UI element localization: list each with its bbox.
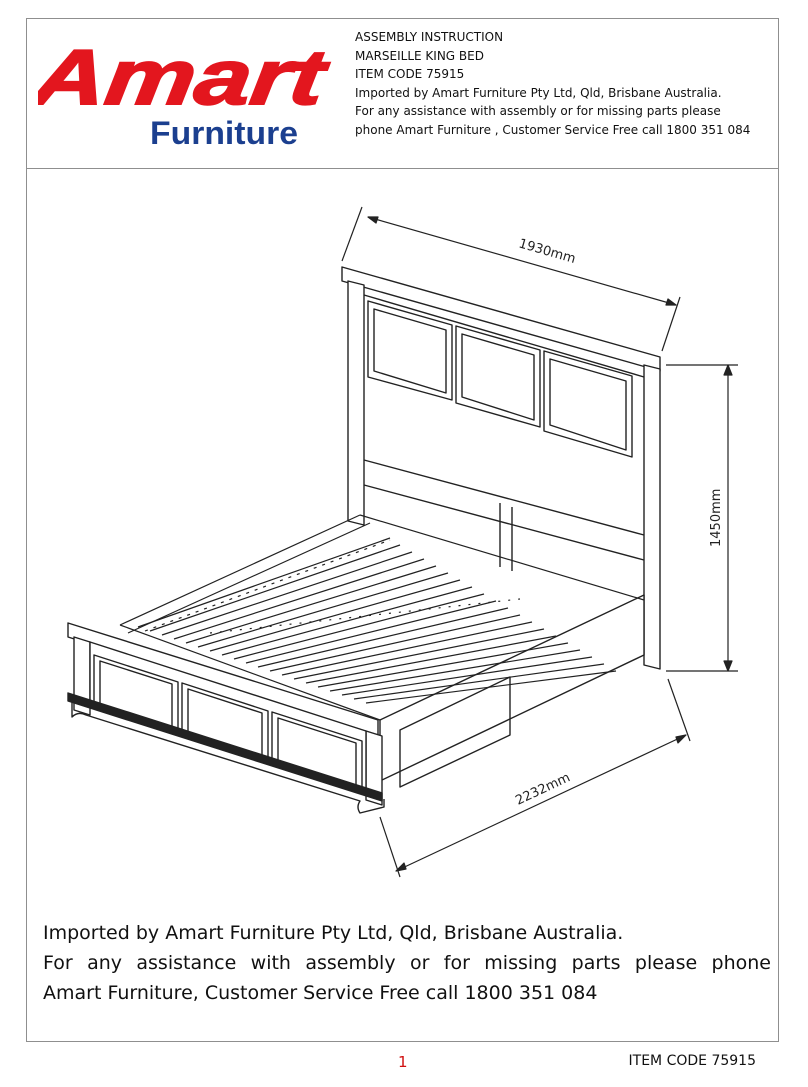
- footboard: [67, 622, 385, 814]
- slats: [119, 514, 645, 721]
- header-divider: [26, 168, 779, 169]
- footer-assistance-line2: Amart Furniture, Customer Service Free c…: [43, 982, 598, 1004]
- amart-logo: Amart Furniture: [38, 36, 334, 151]
- header-assistance-line1: For any assistance with assembly or for …: [355, 104, 721, 118]
- page-number: 1: [398, 1053, 408, 1071]
- header-title: ASSEMBLY INSTRUCTION: [355, 30, 504, 44]
- dimension-height: [666, 364, 738, 672]
- side-rail: [379, 594, 645, 788]
- page-frame: [26, 18, 779, 1042]
- header-assistance-line2: phone Amart Furniture , Customer Service…: [355, 122, 751, 137]
- header-product-name: MARSEILLE KING BED: [355, 48, 484, 63]
- svg-text:Furniture: Furniture: [150, 115, 298, 151]
- footer-note: Imported by Amart Furniture Pty Ltd, Qld…: [43, 918, 771, 1008]
- dimension-length-label: 2232mm: [513, 770, 572, 808]
- svg-text:Amart: Amart: [38, 36, 334, 121]
- header-importer: Imported by Amart Furniture Pty Ltd, Qld…: [355, 85, 722, 100]
- footer-importer: Imported by Amart Furniture Pty Ltd, Qld…: [43, 922, 624, 944]
- footer-assistance-line1: For any assistance with assembly or for …: [43, 952, 771, 974]
- dimension-width: [341, 206, 681, 352]
- logo-mark: Amart Furniture: [38, 36, 334, 151]
- headboard: [341, 266, 661, 670]
- page-item-code: ITEM CODE 75915: [628, 1053, 756, 1069]
- header-item-code: ITEM CODE 75915: [355, 67, 465, 81]
- dimension-height-label: 1450mm: [709, 489, 724, 547]
- header-info: ASSEMBLY INSTRUCTION MARSEILLE KING BED …: [355, 28, 775, 139]
- dimension-length: [379, 678, 691, 878]
- bed-drawing: 1930mm 1450mm 2232mm: [67, 206, 738, 878]
